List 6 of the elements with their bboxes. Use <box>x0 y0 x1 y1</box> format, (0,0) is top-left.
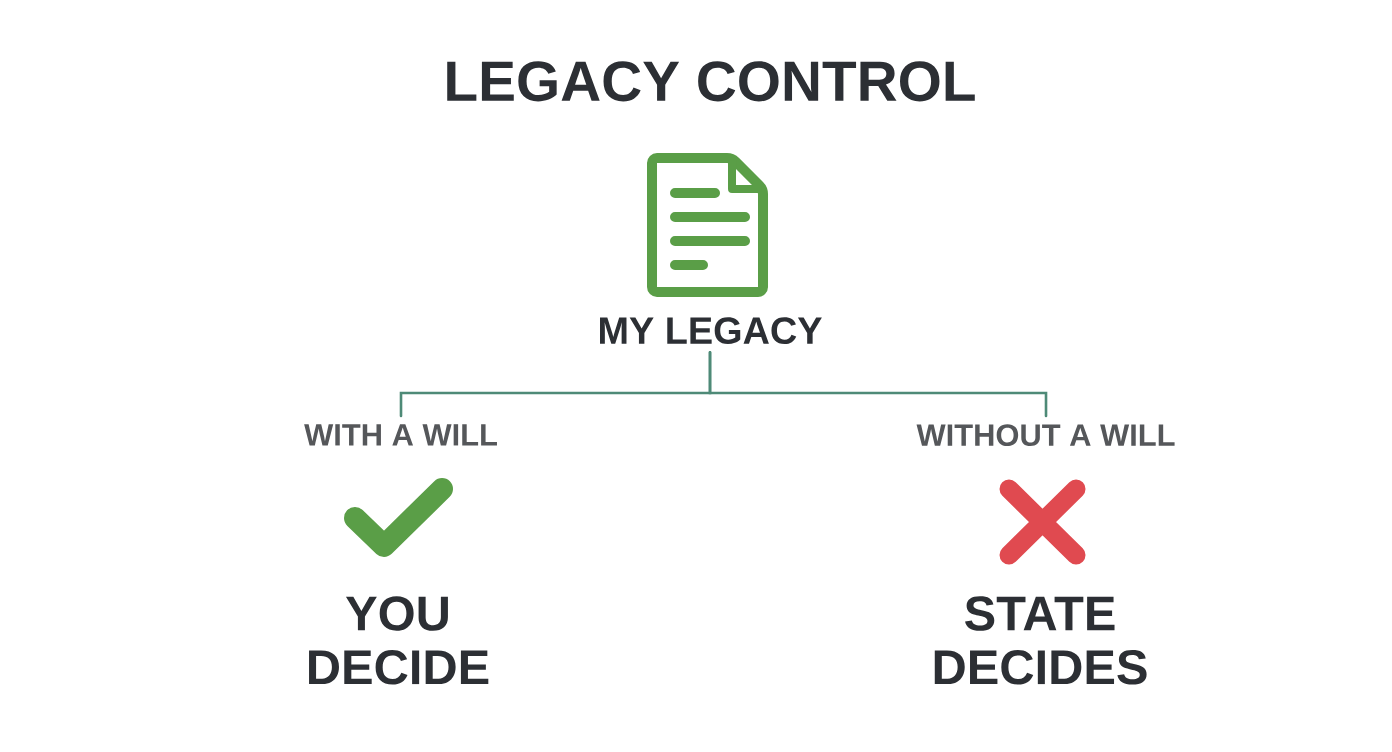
branch-label: WITHOUT A WILL <box>916 424 1175 447</box>
outcome-text: STATE DECIDES <box>934 596 1147 685</box>
root-label: MY LEGACY <box>600 317 822 344</box>
title: LEGACY CONTROL <box>447 61 975 102</box>
outcome-text: YOU DECIDE <box>309 596 489 685</box>
branch-label: WITH A WILL <box>304 424 497 446</box>
